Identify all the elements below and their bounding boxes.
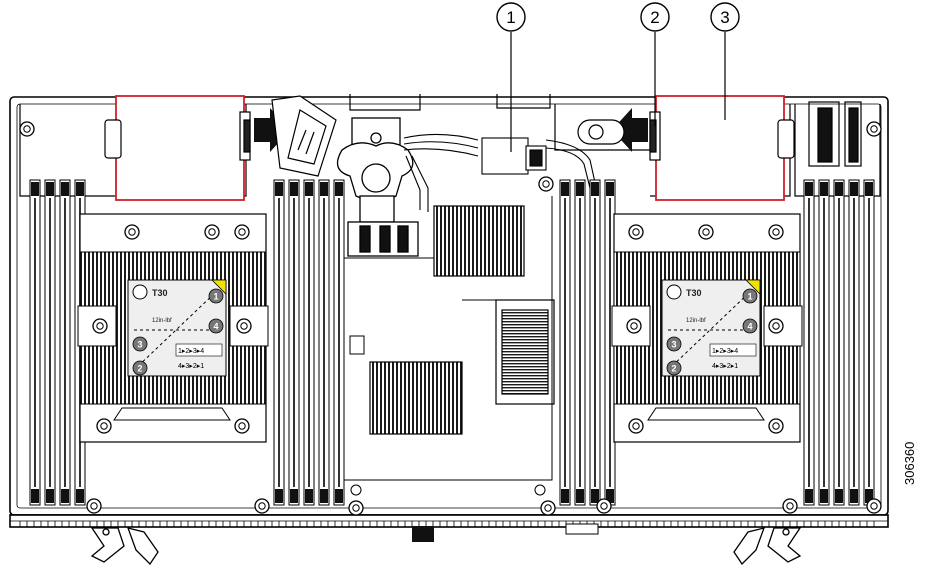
tilted-connector [271,95,337,177]
screw-icon [204,224,220,240]
screw-icon [628,224,644,240]
dimm-slot [559,179,571,506]
callout-1: 1 [496,2,526,152]
cable-assembly [403,133,599,212]
screw-icon [234,224,250,240]
sequence-number: 2 [137,364,142,374]
ejector-lever-left [90,527,159,566]
chipset-heatsink-lower [369,361,463,435]
board-screws [19,121,882,516]
dimm-slot [303,179,315,506]
screw-icon [768,224,784,240]
screw-icon [254,498,270,514]
torque-tool-label: T30 [152,288,168,298]
screw-icon [19,121,35,137]
tighten-order-label: 1▸2▸3▸4 [712,348,738,355]
screw-icon [96,418,112,434]
sequence-number: 3 [671,340,676,350]
torque-label-plate: T30 12in-lbf 1 4 3 2 1▸2▸3▸4 4▸3▸2▸1 [127,279,227,377]
sequence-number: 4 [213,322,218,332]
screw-icon [236,318,252,334]
screw-icon [596,498,612,514]
center-module [495,299,555,405]
sequence-number: 4 [747,322,752,332]
dimm-slot [803,179,815,506]
callout-1-label: 1 [506,8,515,27]
dimm-slot [44,179,56,506]
torque-tool-label: T30 [686,288,702,298]
sequence-number: 3 [137,340,142,350]
torque-label-plate: T30 12in-lbf 1 4 3 2 1▸2▸3▸4 4▸3▸2▸1 [661,279,761,377]
right-fixture [577,119,625,145]
screw-icon [538,176,554,192]
screw-icon [86,498,102,514]
cpu-heatsink-left: T30 12in-lbf 1 4 3 2 1▸2▸3▸4 4▸3▸2▸1 [77,213,269,443]
loosen-order-label: 4▸3▸2▸1 [712,363,738,370]
ejector-lever-right [733,527,802,566]
torque-value-label: 12in-lbf [686,318,706,324]
chassis-outline [9,96,889,528]
screw-icon [124,224,140,240]
dimm-slot [818,179,830,506]
latch-left [104,111,251,161]
dimm-slots [29,179,875,506]
callout-3: 3 [710,2,740,120]
dimm-slot [848,179,860,506]
dimm-slot [833,179,845,506]
screw-icon [234,418,250,434]
screw-icon [628,418,644,434]
dimm-slot [288,179,300,506]
chipset-heatsink-upper [433,205,525,277]
dimm-slot [863,179,875,506]
dimm-slot [59,179,71,506]
dimm-slot [29,179,41,506]
highlight-box-right [655,95,785,201]
highlight-box-left [115,95,245,201]
screw-icon [540,500,556,516]
arrow-right-icon [612,108,648,152]
dimm-slot [589,179,601,506]
screw-icon [698,224,714,240]
screw-icon [782,498,798,514]
screw-icon [626,318,642,334]
screw-icon [866,498,882,514]
callout-3-label: 3 [720,8,729,27]
screw-icon [866,121,882,137]
screw-icon [768,418,784,434]
sequence-number: 1 [213,292,218,302]
front-notch [565,523,599,535]
arrow-left-icon [254,108,290,152]
torque-value-label: 12in-lbf [152,318,172,324]
callout-2-label: 2 [650,8,659,27]
sequence-number: 2 [671,364,676,374]
dimm-slot [318,179,330,506]
center-mount [336,117,419,257]
front-rail-teeth [19,521,875,527]
screw-icon [348,500,364,516]
loosen-order-label: 4▸3▸2▸1 [178,363,204,370]
screw-icon [92,318,108,334]
screw-icon [768,318,784,334]
dimm-slot [273,179,285,506]
callout-2: 2 [640,2,670,126]
front-knob [412,526,434,542]
tighten-order-label: 1▸2▸3▸4 [178,348,204,355]
dimm-slot [574,179,586,506]
figure-id: 306360 [902,441,917,485]
sequence-number: 1 [747,292,752,302]
dimm-slot [333,179,345,506]
